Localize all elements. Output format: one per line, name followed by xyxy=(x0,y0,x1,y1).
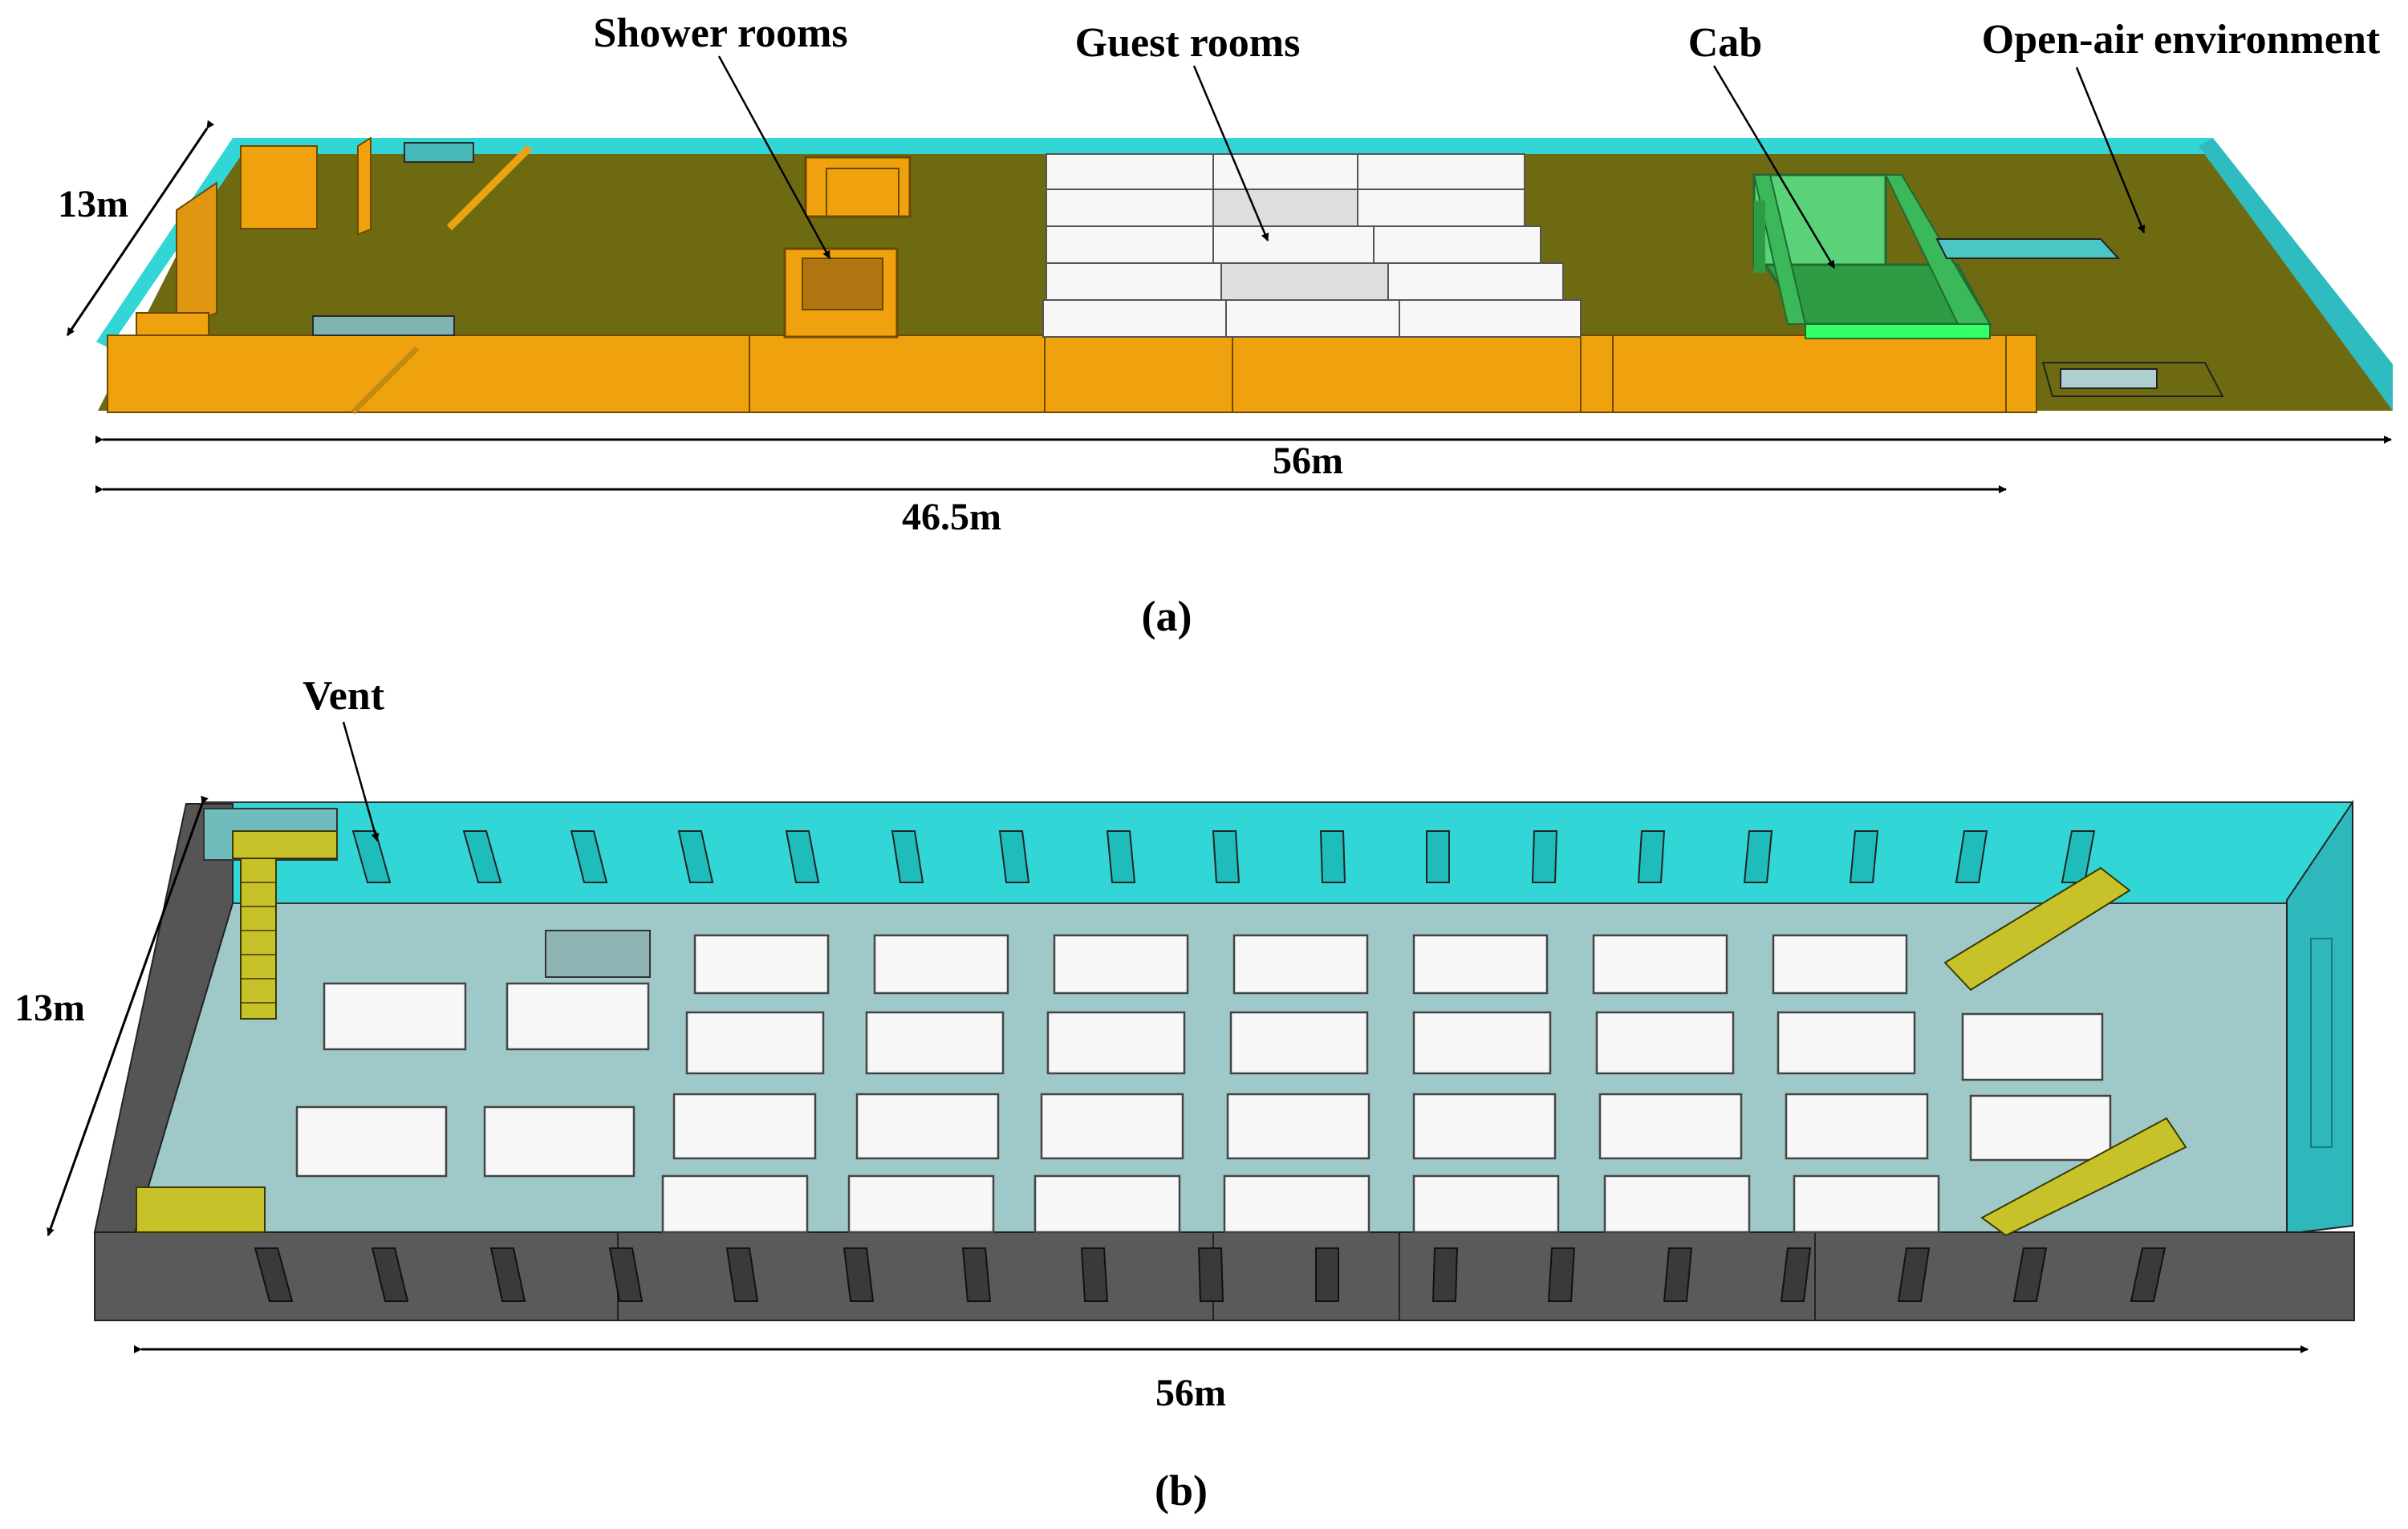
guest-rooms-leader xyxy=(1192,65,1269,241)
width-dim-label-a: 13m xyxy=(58,183,128,225)
width-dim-arrow-a xyxy=(66,120,215,336)
left-panel-a xyxy=(176,181,217,331)
stairs-a-2 xyxy=(351,346,420,415)
open-air-environment-label: Open-air environment xyxy=(1982,17,2381,63)
shower-rooms-label: Shower rooms xyxy=(593,10,847,56)
length-dim-label-a: 56m xyxy=(1273,440,1343,482)
cab-leader xyxy=(1712,65,1836,269)
left-room-a xyxy=(240,145,318,229)
hatch-b-1 xyxy=(545,930,651,978)
back-wall-vents xyxy=(351,830,2096,883)
vent-leader xyxy=(342,721,380,842)
guest-rooms-b xyxy=(295,934,2112,1234)
open-air-hatch-a xyxy=(1935,238,2121,259)
back-wall-a xyxy=(233,138,2213,154)
deck-floor-b xyxy=(103,900,2287,1234)
length-dim-label-b: 56m xyxy=(1155,1372,1226,1414)
panel-b: Vent 13m 56m (b) xyxy=(14,673,2355,1515)
partial-dim-label-a: 46.5m xyxy=(902,496,1001,538)
caption-b: (b) xyxy=(1155,1466,1208,1515)
shower-rooms-leader xyxy=(717,55,831,259)
partition-a xyxy=(357,136,372,236)
guest-rooms-label: Guest rooms xyxy=(1075,20,1301,66)
right-wall-b xyxy=(2286,799,2353,1235)
panel-a: Shower rooms Guest rooms Cab Open-air en… xyxy=(58,10,2393,640)
stairs-a-1 xyxy=(446,144,533,231)
cab-label: Cab xyxy=(1688,20,1762,66)
guest-rooms-a xyxy=(1042,153,1582,338)
open-air-leader xyxy=(2075,67,2146,233)
back-wall-b xyxy=(201,801,2354,904)
shower-rooms-a xyxy=(783,156,912,339)
vent-label: Vent xyxy=(303,673,385,719)
right-wall-a xyxy=(2199,138,2393,411)
width-dim-arrow-b xyxy=(47,795,209,1236)
width-dim-label-b: 13m xyxy=(14,987,85,1029)
cab-a xyxy=(1752,173,1992,339)
front-wall-windows xyxy=(254,1247,2166,1302)
left-block-a xyxy=(136,312,209,336)
front-wall-a xyxy=(107,335,2037,413)
front-wall-b xyxy=(94,1231,2355,1321)
stair-steps-b xyxy=(241,882,276,1004)
hatch-a-2 xyxy=(312,315,455,336)
hatch-a-1 xyxy=(404,142,474,163)
caption-a: (a) xyxy=(1142,592,1192,640)
